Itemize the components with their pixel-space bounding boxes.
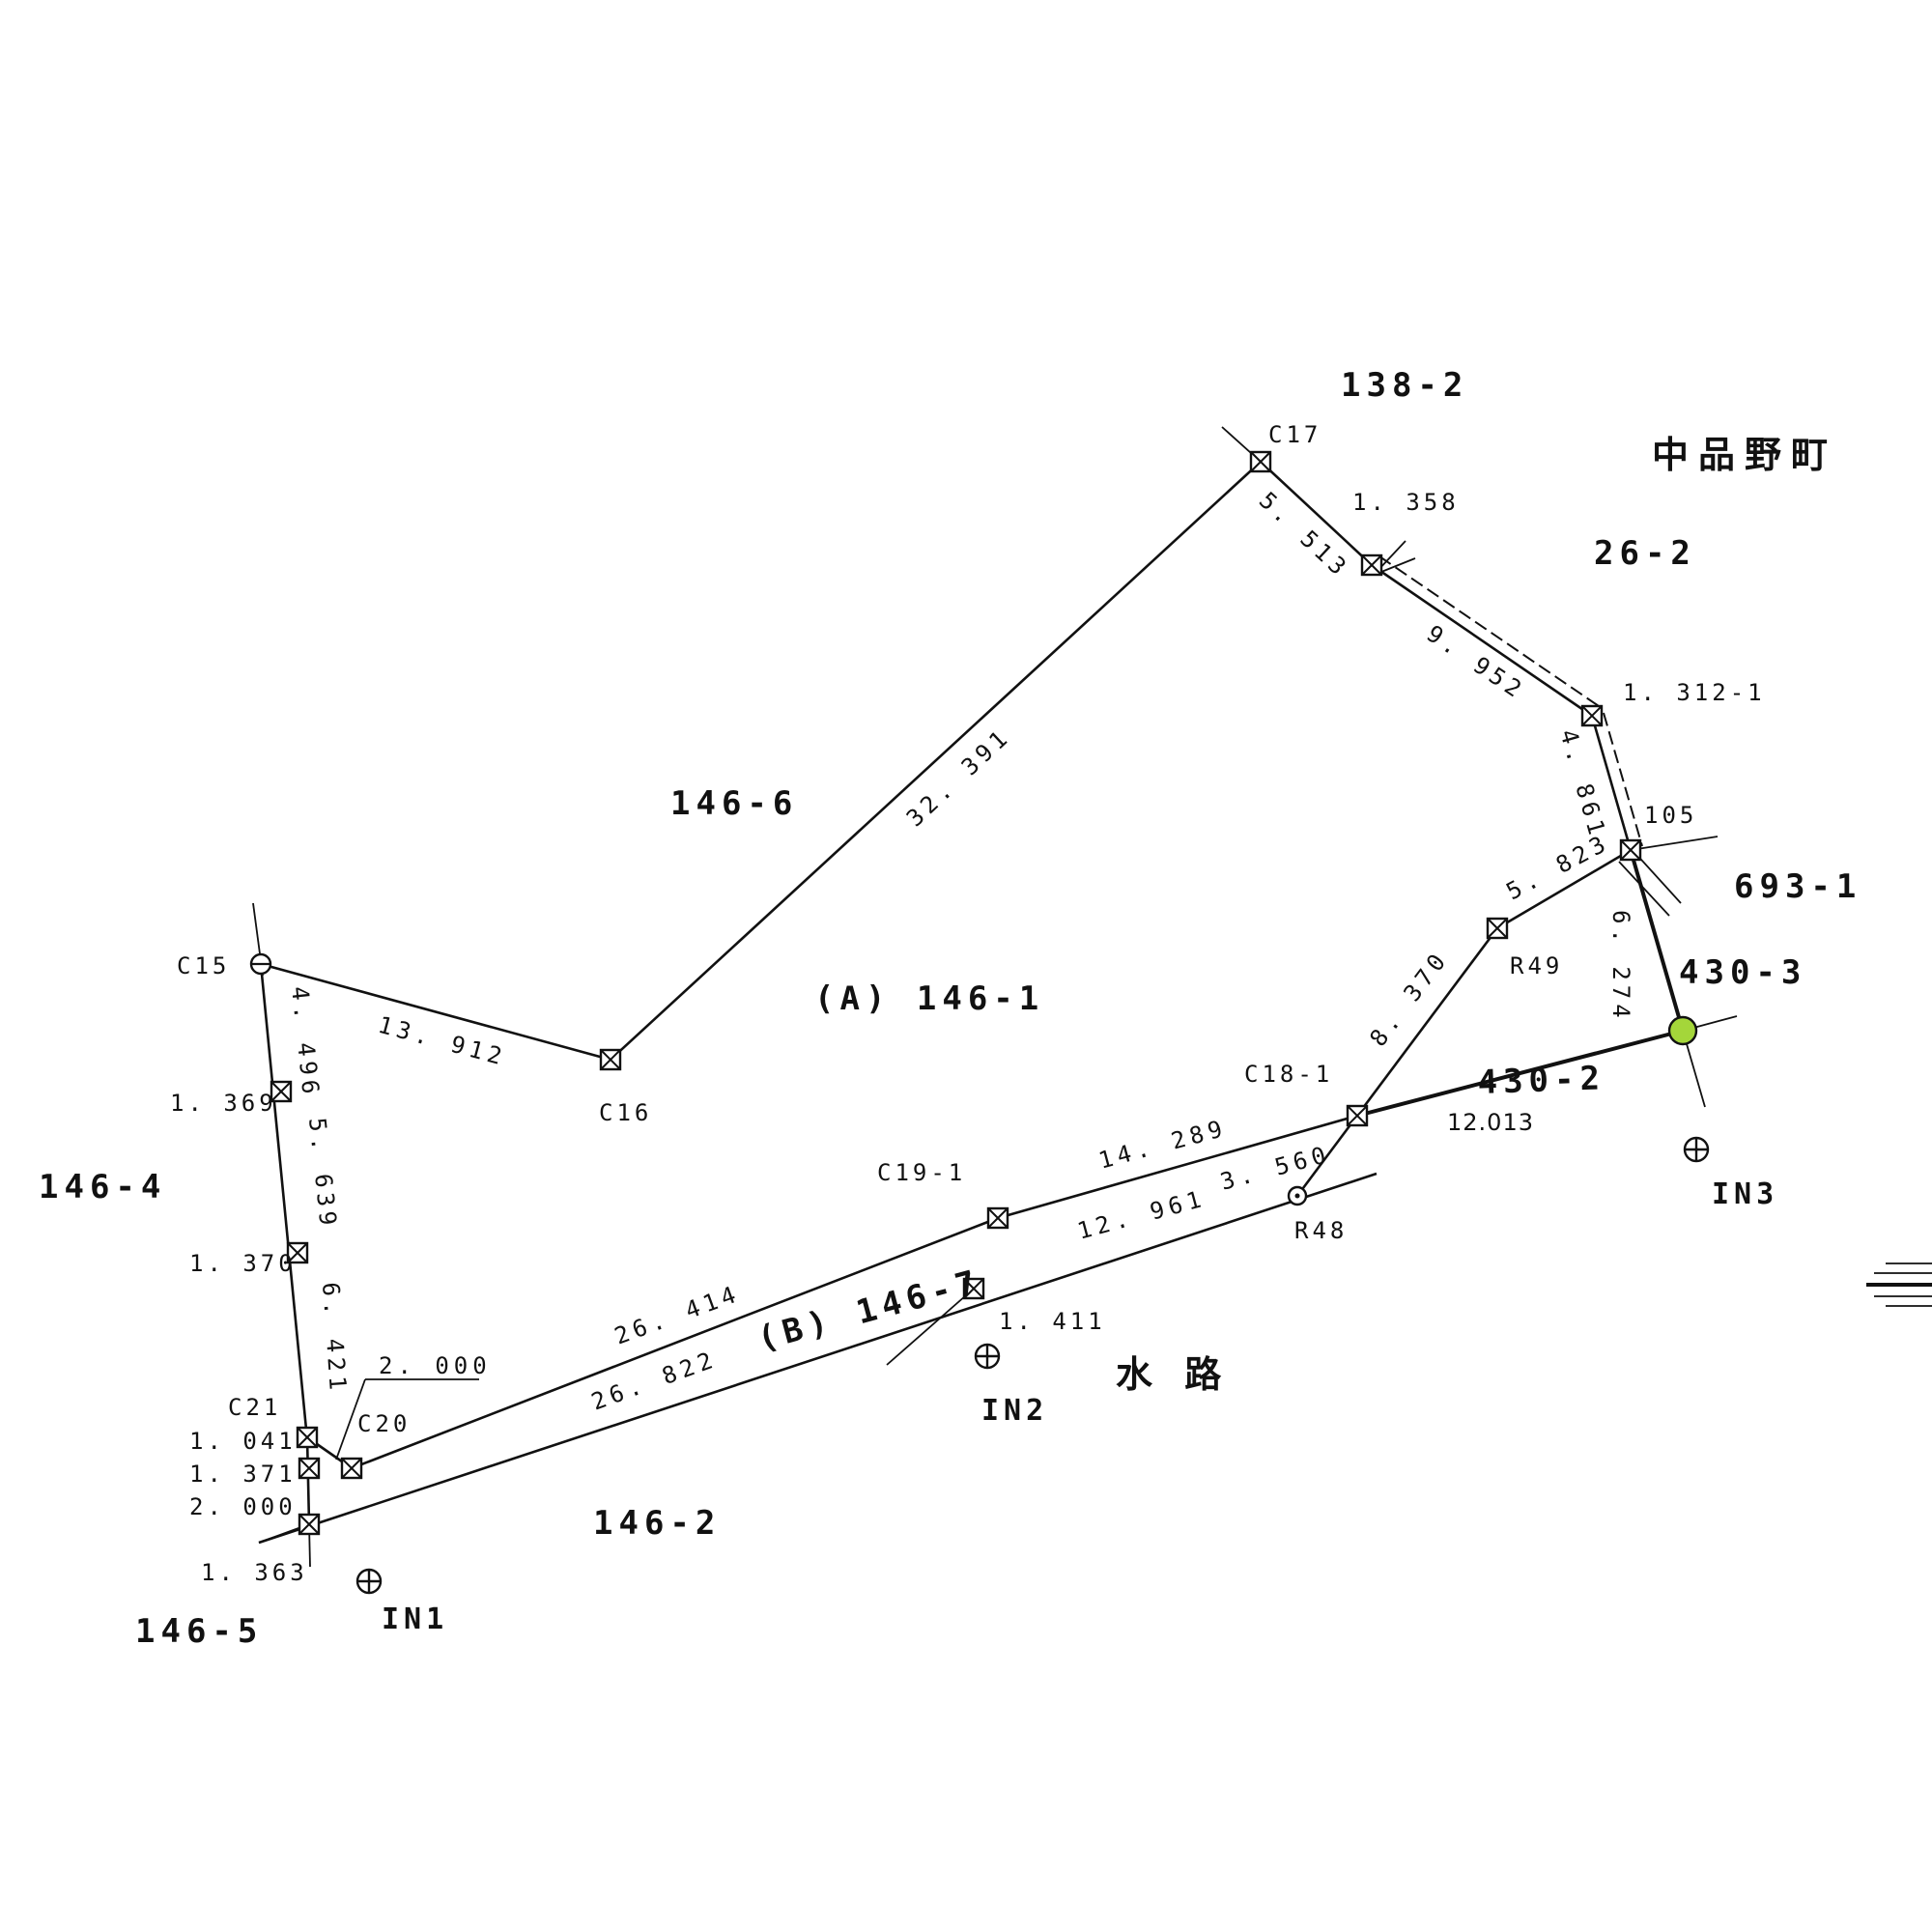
label-c18-1: C18-1 xyxy=(1244,1061,1333,1088)
marker-p1370 xyxy=(286,1241,309,1264)
edge-mark xyxy=(1866,1262,1932,1307)
dist-6-421: 6. 421 xyxy=(317,1281,352,1395)
dist-26-414: 26. 414 xyxy=(611,1280,744,1350)
label-c16: C16 xyxy=(599,1099,652,1126)
line-c18-r48 xyxy=(1295,1115,1359,1197)
line-p1358-p1312 xyxy=(1371,563,1593,718)
label-in3: IN3 xyxy=(1712,1177,1778,1211)
line-c16-c17 xyxy=(610,461,1262,1061)
label-r48: R48 xyxy=(1294,1217,1348,1244)
dist-6-274: 6. 274 xyxy=(1607,910,1634,1023)
ext-p1411 xyxy=(886,1288,975,1366)
circle-markers xyxy=(249,952,1698,1206)
benchmark-in3-symbol xyxy=(1683,1136,1710,1163)
dist-5-639: 5. 639 xyxy=(303,1117,342,1232)
marker-p1369 xyxy=(270,1080,293,1103)
marker-p1363 xyxy=(298,1513,321,1536)
line-c15-c16 xyxy=(260,962,611,1062)
label-in1: IN1 xyxy=(382,1603,448,1636)
benchmark-in1-symbol xyxy=(355,1568,383,1595)
line-p105-green xyxy=(1629,849,1685,1032)
line-c18-green xyxy=(1356,1029,1684,1118)
marker-p1358 xyxy=(1360,553,1383,577)
line-c19-c20 xyxy=(351,1216,999,1470)
label-1363: 1. 363 xyxy=(201,1559,308,1586)
line-c15-c21 xyxy=(259,963,309,1440)
line-c18-c19 xyxy=(997,1114,1358,1220)
parcel-146-6: 146-6 xyxy=(670,784,798,823)
ext-p105-diag2 xyxy=(1618,861,1670,917)
line-waterway xyxy=(258,1172,1378,1545)
label-105: 105 xyxy=(1644,802,1697,829)
benchmark-in2-symbol xyxy=(974,1343,1001,1370)
markers xyxy=(270,450,1642,1536)
parcel-a-146-1: (A) 146-1 xyxy=(814,979,1044,1018)
dist-12-013: 12.013 xyxy=(1447,1109,1534,1136)
line-c21-c22 xyxy=(305,1436,311,1525)
label-1411: 1. 411 xyxy=(999,1308,1106,1335)
dist-13-912: 13. 912 xyxy=(375,1011,509,1071)
marker-c21 xyxy=(296,1426,319,1449)
dist-26-822: 26. 822 xyxy=(587,1346,721,1416)
label-1312-1: 1. 312-1 xyxy=(1623,679,1766,706)
marker-c16 xyxy=(599,1048,622,1071)
line-p1312-p105-dash xyxy=(1603,712,1643,847)
parcel-146-4: 146-4 xyxy=(39,1168,166,1206)
marker-p1411 xyxy=(962,1277,985,1300)
label-1370: 1. 370 xyxy=(189,1250,297,1277)
label-c17: C17 xyxy=(1268,421,1321,448)
parcel-b-146-7: (B) 146-7 xyxy=(753,1262,985,1358)
label-c20: C20 xyxy=(357,1410,411,1437)
marker-c15 xyxy=(249,952,272,976)
line-p1358-p1312-dash xyxy=(1378,555,1600,707)
label-1369: 1. 369 xyxy=(170,1090,277,1117)
label-1358: 1. 358 xyxy=(1352,489,1460,516)
label-c19-1: C19-1 xyxy=(877,1159,966,1186)
ext-p1358-v2 xyxy=(1376,557,1416,575)
label-c15: C15 xyxy=(177,952,230,979)
boundary-lines xyxy=(258,461,1685,1545)
marker-c20 xyxy=(340,1457,363,1480)
parcel-430-2: 430-2 xyxy=(1477,1059,1606,1102)
line-p1312-p105 xyxy=(1590,715,1633,851)
ext-p105-right xyxy=(1630,836,1719,851)
dist-4-861: 4. 861 xyxy=(1554,726,1611,842)
marker-r49 xyxy=(1486,917,1509,940)
dist-14-289: 14. 289 xyxy=(1095,1115,1230,1175)
parcel-146-5: 146-5 xyxy=(135,1612,263,1651)
marker-p1371 xyxy=(298,1457,321,1480)
label-1371: 1. 371 xyxy=(189,1461,297,1488)
line-r49-c18 xyxy=(1355,927,1499,1117)
label-in2: IN2 xyxy=(981,1394,1048,1428)
leader-2000 xyxy=(335,1378,366,1461)
label-2000: 2. 000 xyxy=(189,1493,297,1520)
marker-p105 xyxy=(1619,838,1642,862)
line-c17-p1358 xyxy=(1260,461,1373,566)
highlight-point xyxy=(1667,1015,1698,1046)
marker-c17 xyxy=(1249,450,1272,473)
marker-p1312 xyxy=(1580,704,1604,727)
town-name: 中品野町 xyxy=(1652,434,1837,476)
label-r49: R49 xyxy=(1510,952,1563,979)
marker-c18 xyxy=(1346,1104,1369,1127)
label-1041: 1. 041 xyxy=(189,1428,297,1455)
dist-2-000: 2. 000 xyxy=(379,1352,492,1379)
marker-r48 xyxy=(1287,1185,1308,1206)
parcel-26-2: 26-2 xyxy=(1594,534,1696,573)
parcel-146-2: 146-2 xyxy=(593,1504,721,1543)
label-c21: C21 xyxy=(228,1394,281,1421)
point-labels: C15 C16 C17 C18-1 C19-1 C20 C21 R48 R49 … xyxy=(170,421,1766,1586)
benchmark-labels: IN1 IN2 IN3 xyxy=(382,1177,1778,1636)
waterway-label: 水 路 xyxy=(1116,1353,1231,1396)
parcel-693-1: 693-1 xyxy=(1734,867,1861,906)
parcel-138-2: 138-2 xyxy=(1341,366,1468,405)
line-p105-r49 xyxy=(1496,848,1632,930)
marker-c19 xyxy=(986,1206,1009,1230)
dist-8-370: 8. 370 xyxy=(1364,946,1454,1052)
parcel-430-3: 430-3 xyxy=(1679,953,1806,992)
dist-3-560: 3. 560 xyxy=(1217,1141,1333,1196)
